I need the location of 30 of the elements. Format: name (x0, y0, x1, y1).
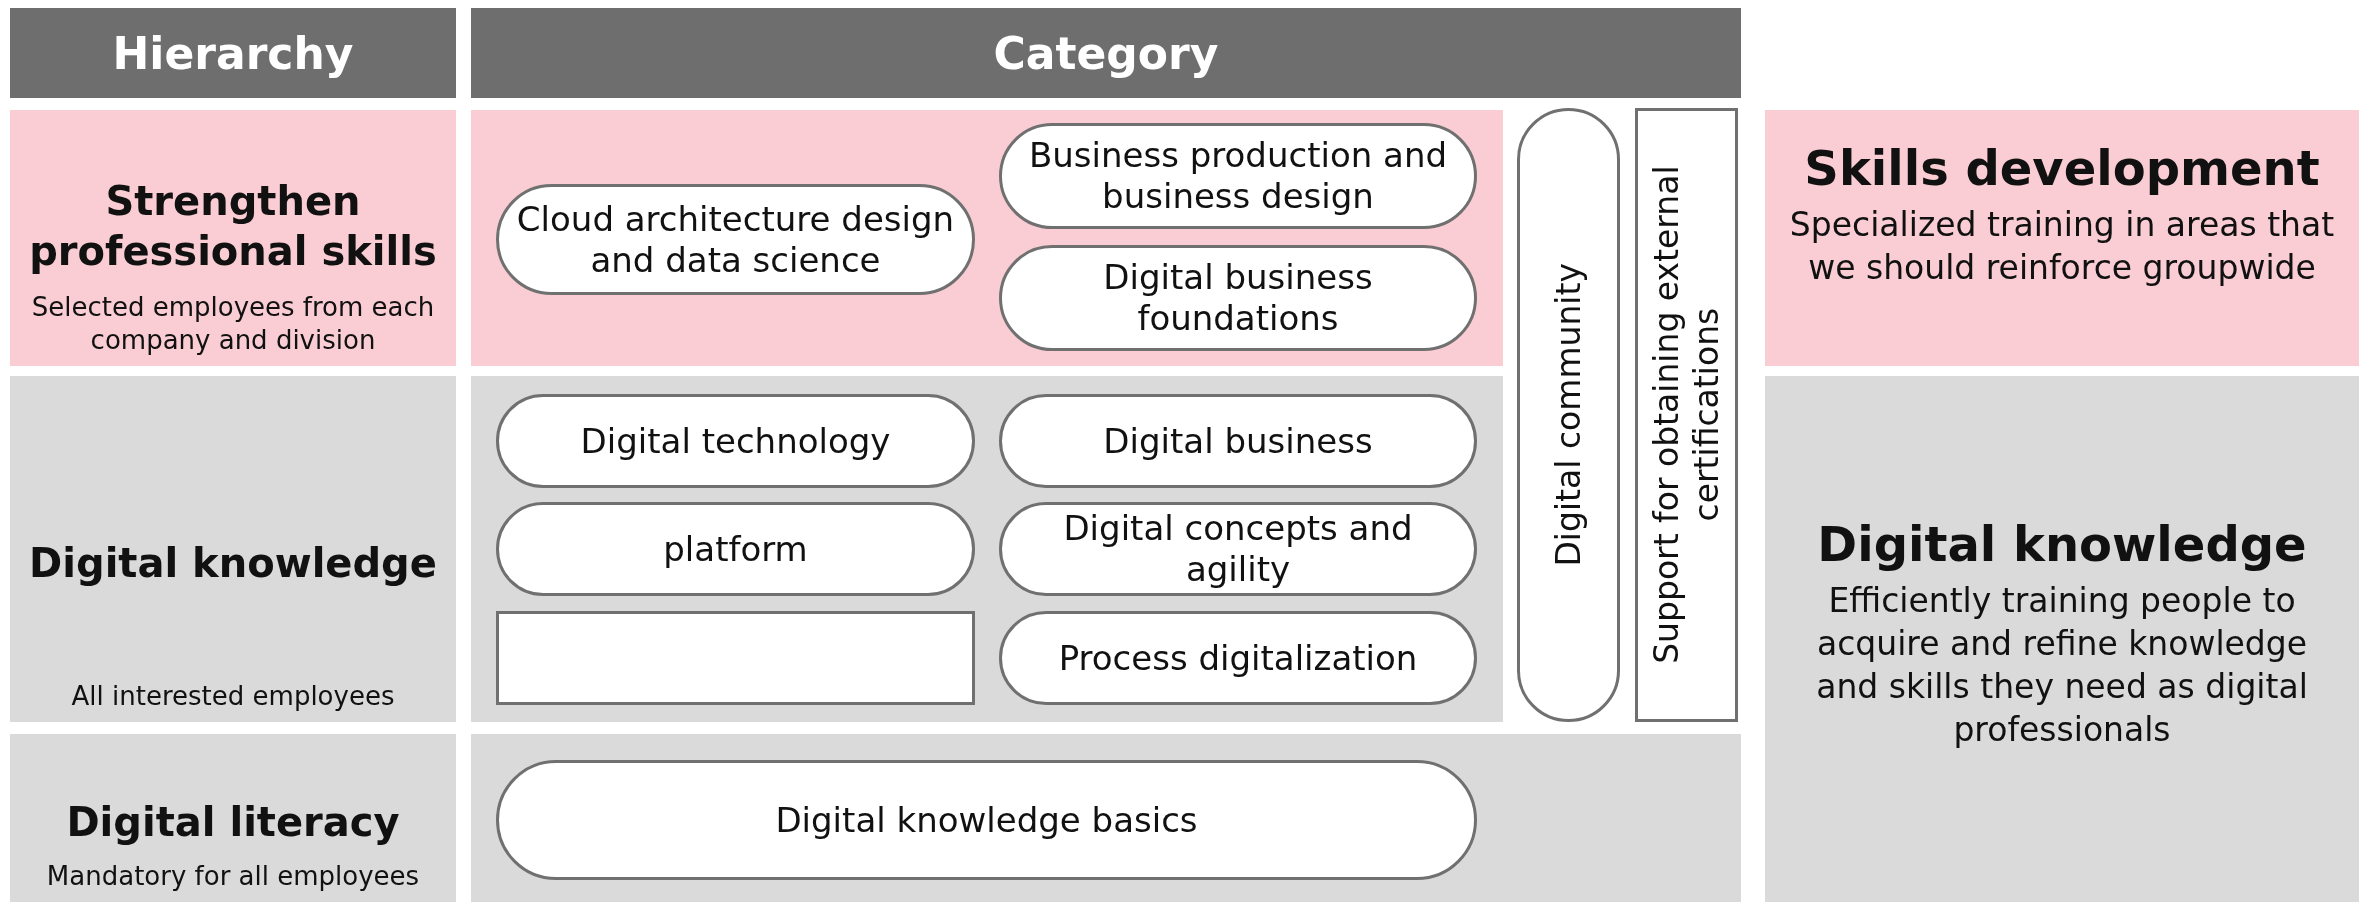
level-cell (10, 734, 456, 902)
cell-description: All interested employees (71, 679, 395, 712)
level-cell (10, 376, 456, 722)
cell-heading: Skills development (1804, 140, 2320, 196)
cell-description: Mandatory for all employees (46, 859, 420, 892)
vertical-label: Digital community (1548, 263, 1589, 567)
course-pill: Digital business foundations (999, 245, 1477, 351)
course-pill: Process digitalization (999, 611, 1477, 705)
cell-heading: Digital knowledge (1817, 516, 2307, 572)
cell-heading: Digital knowledge (29, 538, 437, 588)
course-pill: Digital business (999, 394, 1477, 488)
summary-cell (1765, 376, 2359, 902)
cell-description: Specialized training in areas that we should reinforce groupwide (1788, 204, 2336, 289)
course-pill: platform (496, 502, 975, 596)
course-box (496, 611, 975, 705)
course-pill: Digital technology (496, 394, 975, 488)
vertical-label: Support for obtaining external certifications (1646, 164, 1727, 667)
cell-heading: Digital literacy (66, 797, 400, 847)
level-cell (10, 110, 456, 366)
course-pill: Digital knowledge basics (496, 760, 1477, 880)
course-pill: Digital concepts and agility (999, 502, 1477, 596)
course-pill: Cloud architecture design and data science (496, 184, 975, 295)
column-header: Category (471, 8, 1741, 98)
column-header: Hierarchy (10, 8, 456, 98)
summary-cell (1765, 110, 2359, 366)
vertical-box (1635, 108, 1738, 722)
cell-heading: Strengthen professional skills (28, 176, 438, 276)
course-pill: Business production and business design (999, 123, 1477, 229)
cell-description: Selected employees from each company and division (30, 291, 436, 356)
cell-description: Efficiently training people to acquire and refine knowledge and skills they need as digital professionals (1815, 580, 2309, 751)
